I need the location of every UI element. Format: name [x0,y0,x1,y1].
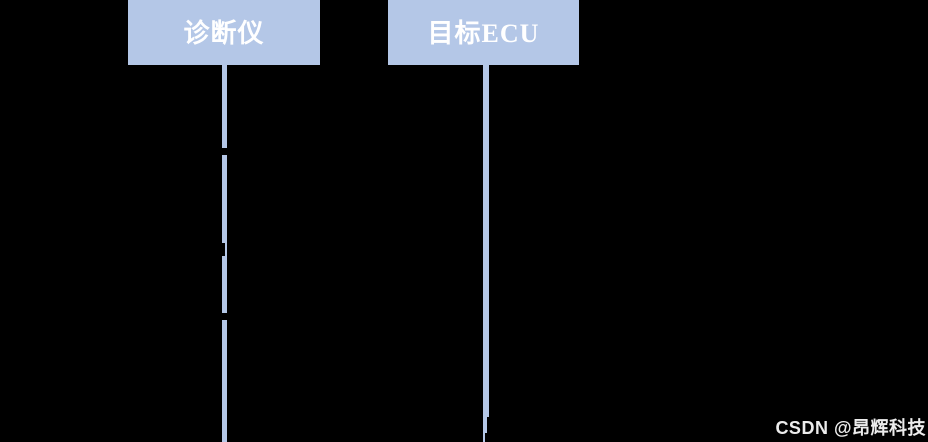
message-arrowhead-mark [219,148,233,155]
csdn-watermark: CSDN @昂辉科技 [775,418,926,438]
message-arrowhead-mark [222,243,225,256]
actor-label-target-ecu: 目标ECU [427,18,540,48]
message-arrowhead-mark [487,417,490,433]
actor-box-diagnostic-tool: 诊断仪 [128,0,320,65]
message-arrowhead-mark [221,313,232,320]
actor-label-diagnostic-tool: 诊断仪 [183,18,265,48]
message-arrowhead-mark [485,433,490,442]
lifeline-target-ecu [483,65,489,442]
actor-box-target-ecu: 目标ECU [388,0,579,65]
